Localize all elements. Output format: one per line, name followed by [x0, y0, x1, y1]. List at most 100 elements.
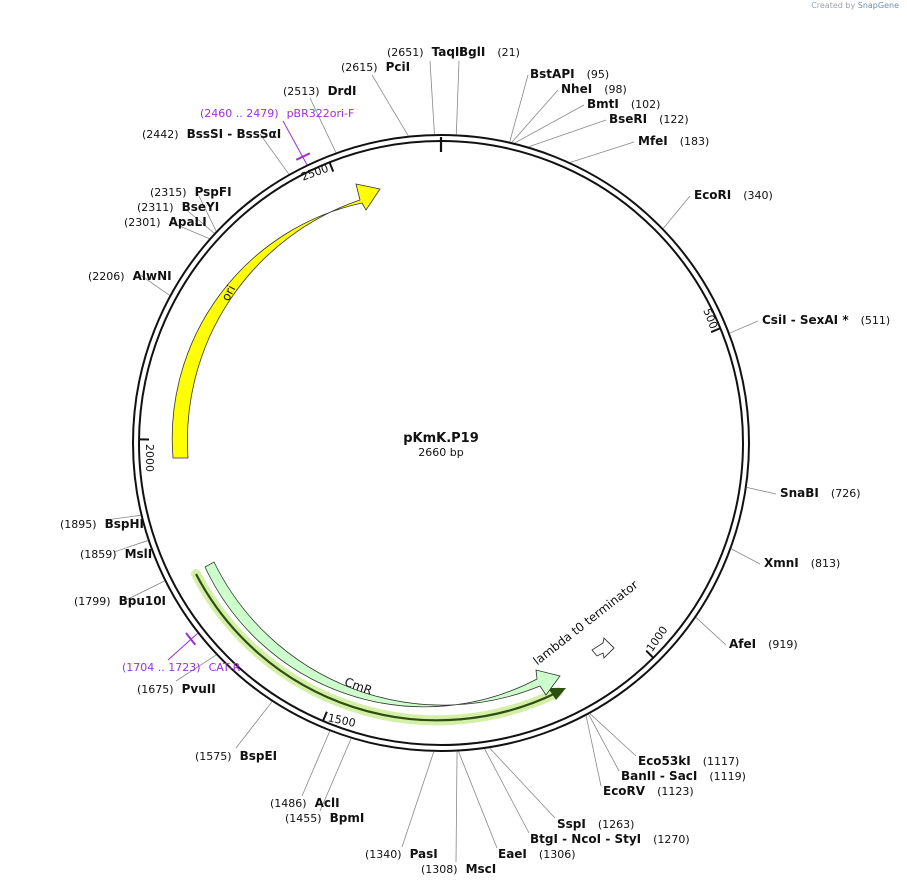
drdi-position: (2513) [283, 85, 320, 98]
ecorv-leader [585, 715, 602, 787]
bsssi-site-label[interactable]: (2442)BssSI - BssSαI [142, 127, 281, 141]
bgli-position: (21) [497, 46, 520, 59]
bspei-site-label[interactable]: (1575) BspEI [195, 749, 277, 763]
msli-site-label[interactable]: (1859)MslI [80, 547, 152, 561]
site-leaders [105, 60, 777, 863]
ecori-site-label[interactable]: EcoRI(340) [694, 188, 773, 202]
taqii-position: (2651) [387, 46, 424, 59]
taqii-site-label[interactable]: (2651)TaqII [387, 45, 464, 59]
bmti-position: (102) [631, 98, 661, 111]
drdi-site-label[interactable]: (2513)DrdI [283, 84, 357, 98]
bpmi-name: BpmI [330, 811, 365, 825]
msci-name: MscI [466, 862, 497, 876]
pvuii-position: (1675) [137, 683, 174, 696]
bmti-leader [514, 104, 585, 144]
acli-leader [301, 731, 331, 797]
nhei-leader [511, 89, 559, 143]
plasmid-size: 2660 bp [418, 446, 463, 459]
pasi-leader [401, 751, 435, 848]
plasmid-name: pKmK.P19 [403, 431, 479, 446]
pspfi-site-label[interactable]: (2315)PspFI [150, 185, 232, 199]
banii-name: BanII - SacI [621, 769, 697, 783]
xmni-site-label[interactable]: XmnI(813) [764, 556, 840, 570]
bspei-position: (1575) [195, 750, 232, 763]
bseyi-position: (2311) [137, 201, 174, 214]
nhei-site-label[interactable]: NheI(98) [561, 82, 627, 96]
catr-site-label[interactable]: (1704 .. 1723)CAT-R [122, 661, 241, 674]
mfei-name: MfeI [638, 134, 668, 148]
eco53ki-name: Eco53kI [638, 754, 691, 768]
pasi-name: PasI [410, 847, 438, 861]
bseri-site-label[interactable]: BseRI(122) [609, 112, 689, 126]
csii-position: (511) [861, 314, 891, 327]
msci-site-label[interactable]: (1308)MscI [421, 862, 496, 876]
ori-feature-arrow[interactable] [171, 183, 381, 459]
apali-site-label[interactable]: (2301)ApaLI [124, 215, 207, 229]
bpu10i-site-label[interactable]: (1799)Bpu10I [74, 594, 166, 608]
catr-primer-bar [185, 632, 197, 646]
csii-name: CsiI - SexAI * [762, 313, 849, 327]
bsphi-site-label[interactable]: (1895)BspHI [60, 517, 144, 531]
pbr322-name: pBR322ori-F [287, 107, 355, 120]
pvuii-leader [175, 654, 217, 682]
bstapi-name: BstAPI [530, 67, 575, 81]
csii-site-label[interactable]: CsiI - SexAI * (511) [762, 313, 890, 327]
bsphi-leader [105, 514, 141, 521]
eaei-site-label[interactable]: EaeI(1306) [498, 847, 575, 861]
pvuii-site-label[interactable]: (1675) PvuII [137, 682, 216, 696]
bseri-leader [528, 119, 607, 148]
apali-leader [169, 221, 210, 239]
bseyi-site-label[interactable]: (2311) BseYI [137, 200, 219, 214]
csii-leader [729, 320, 759, 334]
pcii-name: PciI [386, 60, 411, 74]
bsphi-name: BspHI [105, 517, 144, 531]
afei-site-label[interactable]: AfeI(919) [729, 637, 798, 651]
alwni-site-label[interactable]: (2206)AlwNI [88, 269, 172, 283]
bseyi-name: BseYI [182, 200, 220, 214]
cmr-strand-arrowhead [548, 688, 566, 700]
afei-leader [695, 617, 727, 646]
acli-name: AclI [315, 796, 340, 810]
pcii-site-label[interactable]: (2615)PciI [341, 60, 410, 74]
snabi-leader [746, 486, 777, 495]
pvuii-name: PvuII [182, 682, 216, 696]
sspi-leader [489, 747, 556, 819]
ecorv-site-label[interactable]: EcoRV(1123) [603, 784, 694, 798]
mfei-leader [570, 141, 635, 163]
sspi-site-label[interactable]: SspI(1263) [557, 817, 634, 831]
snabi-name: SnaBI [780, 486, 819, 500]
terminator-arrow[interactable] [591, 637, 615, 659]
eaei-leader [458, 751, 498, 849]
sspi-position: (1263) [598, 818, 635, 831]
banii-site-label[interactable]: BanII - SacI (1119) [621, 769, 746, 783]
taqii-leader [429, 60, 435, 135]
ori-feature-label: ori [219, 283, 239, 303]
pbr322-primer-bar [295, 152, 311, 161]
drdi-leader [309, 97, 337, 153]
btgi-position: (1270) [653, 833, 690, 846]
bstapi-site-label[interactable]: BstAPI(95) [530, 67, 609, 81]
pasi-site-label[interactable]: (1340)PasI [365, 847, 438, 861]
tick-mark [322, 711, 328, 722]
snabi-site-label[interactable]: SnaBI(726) [780, 486, 861, 500]
bpmi-site-label[interactable]: (1455)BpmI [285, 811, 364, 825]
bspei-name: BspEI [240, 749, 278, 763]
eco53ki-site-label[interactable]: Eco53kI(1117) [638, 754, 739, 768]
snapgene-logo: SnapGene [857, 1, 899, 10]
tick-label: 1000 [644, 624, 671, 654]
xmni-name: XmnI [764, 556, 799, 570]
banii-position: (1119) [709, 770, 746, 783]
mfei-position: (183) [680, 135, 710, 148]
mfei-site-label[interactable]: MfeI (183) [638, 134, 709, 148]
btgi-site-label[interactable]: BtgI - NcoI - StyI(1270) [530, 832, 690, 846]
acli-site-label[interactable]: (1486)AclI [270, 796, 340, 810]
tick-label: 2500 [299, 162, 330, 184]
bmti-name: BmtI [587, 97, 619, 111]
afei-name: AfeI [729, 637, 756, 651]
bgli-site-label[interactable]: BglI(21) [459, 45, 520, 59]
bpu10i-leader [125, 580, 165, 601]
cmr-feature-arrow[interactable] [204, 561, 561, 708]
bmti-site-label[interactable]: BmtI (102) [587, 97, 660, 111]
snapgene-watermark: Created by SnapGene [811, 1, 899, 10]
pbr322-site-label[interactable]: (2460 .. 2479)pBR322ori-F [200, 107, 354, 120]
